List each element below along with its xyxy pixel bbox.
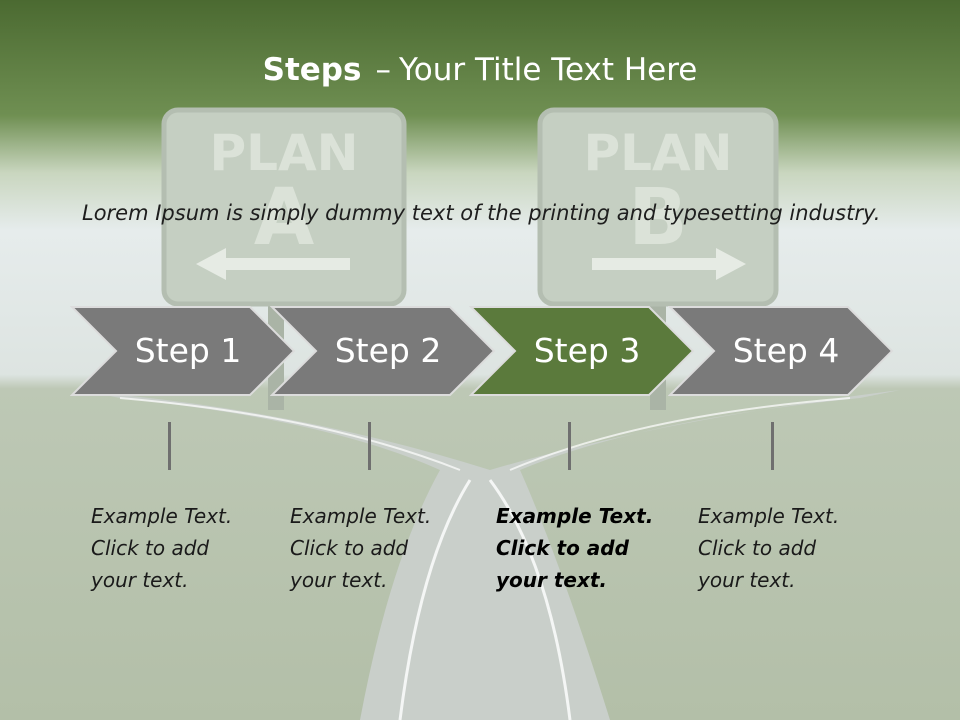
step-text-line: your text. — [698, 568, 796, 592]
step-text-line: Example Text. — [698, 504, 840, 528]
step-text-line: Example Text. — [290, 504, 432, 528]
step-text-line: Click to add — [91, 536, 210, 560]
chevron-shape — [469, 306, 695, 396]
title-bold: Steps — [262, 52, 362, 88]
chevron-polygon — [469, 306, 695, 396]
sign-a-line2: A — [254, 173, 314, 263]
chevron-polygon — [270, 306, 496, 396]
step-text-line: Example Text. — [91, 504, 233, 528]
road-fork — [90, 390, 900, 720]
step-3-label: Step 3 — [533, 331, 641, 370]
step-3-connector — [568, 422, 571, 470]
sign-a-line1: PLAN — [209, 124, 358, 182]
chevron-shape — [70, 306, 296, 396]
step-4-text[interactable]: Example Text. Click to add your text. — [698, 500, 888, 596]
step-2-label: Step 2 — [334, 331, 442, 370]
step-2-text[interactable]: Example Text. Click to add your text. — [290, 500, 480, 596]
step-1-connector — [168, 422, 171, 470]
step-text-line: your text. — [290, 568, 388, 592]
title-separator: – — [375, 52, 391, 88]
step-text-line: Click to add — [698, 536, 817, 560]
sign-b-line2: B — [628, 173, 687, 263]
sign-b-line1: PLAN — [583, 124, 732, 182]
sign-plan-b: PLAN B — [537, 107, 779, 307]
step-1-chevron[interactable]: Step 1 — [70, 305, 298, 397]
step-4-connector — [771, 422, 774, 470]
chevron-polygon — [70, 306, 296, 396]
step-2-connector — [368, 422, 371, 470]
step-1-text[interactable]: Example Text. Click to add your text. — [91, 500, 281, 596]
arrow-left-icon — [196, 248, 350, 280]
step-text-line: your text. — [496, 568, 608, 592]
step-text-line: Click to add — [290, 536, 409, 560]
arrow-right-icon — [592, 248, 746, 280]
step-2-chevron[interactable]: Step 2 — [270, 305, 498, 397]
intro-text[interactable]: Lorem Ipsum is simply dummy text of the … — [82, 201, 881, 225]
chevron-polygon — [668, 306, 894, 396]
step-3-text[interactable]: Example Text. Click to add your text. — [496, 500, 686, 596]
sign-plan-a: PLAN A — [161, 107, 407, 307]
step-3-chevron[interactable]: Step 3 — [469, 305, 697, 397]
step-text-line: Example Text. — [496, 504, 654, 528]
title-text: Your Title Text Here — [398, 52, 698, 88]
chevron-shape — [270, 306, 496, 396]
step-1-label: Step 1 — [134, 331, 242, 370]
step-text-line: Click to add — [496, 536, 629, 560]
step-4-chevron[interactable]: Step 4 — [668, 305, 896, 397]
chevron-shape — [668, 306, 894, 396]
step-4-label: Step 4 — [732, 331, 840, 370]
slide-title[interactable]: Steps–Your Title Text Here — [0, 52, 960, 88]
step-text-line: your text. — [91, 568, 189, 592]
